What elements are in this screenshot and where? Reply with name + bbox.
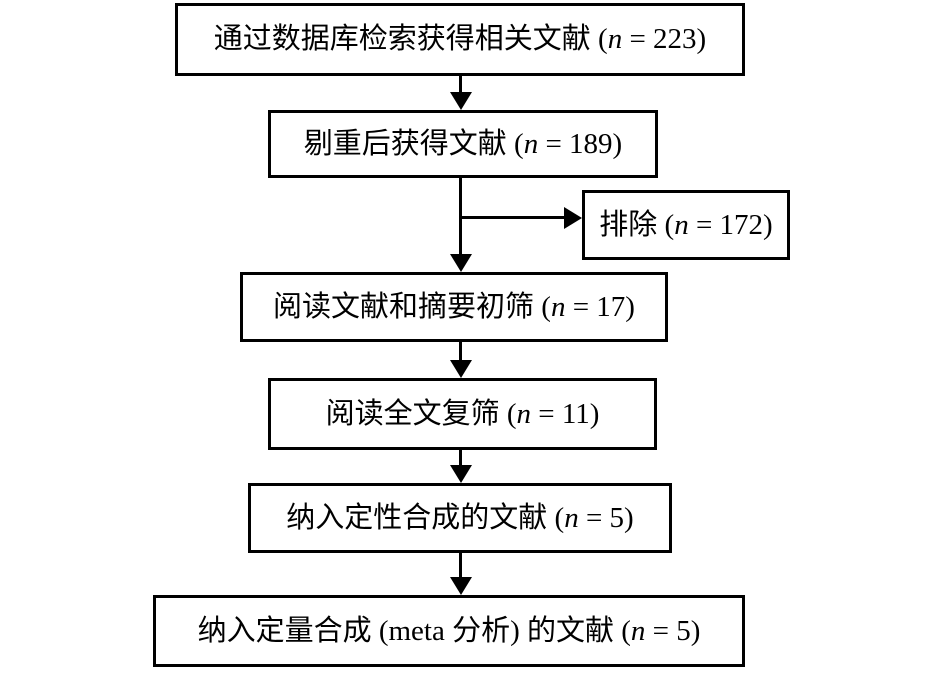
label-n-variable: n [516,397,531,430]
label-n-variable: n [550,290,566,323]
flow-box-label: 排除 (n = 172) [599,208,773,241]
arrowhead-down-icon [450,254,472,272]
flow-box-excluded: 排除 (n = 172) [582,190,790,260]
label-suffix: = 172) [688,208,773,241]
label-suffix: = 5) [578,501,634,534]
label-suffix: = 223) [622,23,707,55]
flow-box-quantitative-included: 纳入定量合成 (meta 分析) 的文献 (n = 5) [153,595,745,667]
label-prefix: 通过数据库检索获得相关文献 ( [213,23,608,55]
label-prefix: 阅读全文复筛 ( [325,397,517,430]
connector-dedup-to-screen [459,178,462,254]
arrowhead-down-icon [450,92,472,110]
arrowhead-down-icon [450,577,472,595]
label-n-variable: n [523,127,539,160]
label-prefix: 剔重后获得文献 ( [303,127,524,160]
flow-box-label: 剔重后获得文献 (n = 189) [303,127,623,160]
connector-qualitative-to-quantitative [459,553,462,577]
flow-box-label: 纳入定性合成的文献 (n = 5) [286,501,634,534]
label-prefix: 排除 ( [599,208,675,241]
label-suffix: = 5) [645,614,701,647]
arrowhead-down-icon [450,465,472,483]
label-prefix: 纳入定量合成 (meta 分析) 的文献 ( [197,614,631,647]
flow-box-label: 阅读全文复筛 (n = 11) [325,397,600,430]
flow-box-label: 阅读文献和摘要初筛 (n = 17) [273,290,635,323]
flow-box-label: 纳入定量合成 (meta 分析) 的文献 (n = 5) [197,614,701,647]
label-n-variable: n [674,208,689,241]
label-n-variable: n [630,614,646,647]
flow-box-qualitative-included: 纳入定性合成的文献 (n = 5) [248,483,672,553]
flow-box-title-abstract-screen: 阅读文献和摘要初筛 (n = 17) [240,272,668,342]
flow-box-identified: 通过数据库检索获得相关文献 (n = 223) [175,3,745,76]
label-n-variable: n [564,501,579,534]
flow-box-deduplicated: 剔重后获得文献 (n = 189) [268,110,658,178]
label-n-variable: n [607,23,623,55]
flow-box-fulltext-screen: 阅读全文复筛 (n = 11) [268,378,657,450]
connector-fulltext-to-qualitative [459,450,462,465]
label-suffix: = 189) [538,127,623,160]
connector-screen-to-fulltext [459,342,462,360]
label-prefix: 纳入定性合成的文献 ( [286,501,565,534]
connector-branch-to-excluded [461,216,564,219]
connector-identified-to-dedup [459,76,462,92]
label-prefix: 阅读文献和摘要初筛 ( [273,290,551,323]
arrowhead-down-icon [450,360,472,378]
label-suffix: = 17) [565,290,635,323]
flow-box-label: 通过数据库检索获得相关文献 (n = 223) [214,25,706,54]
arrowhead-right-icon [564,207,582,229]
label-suffix: = 11) [530,397,600,430]
